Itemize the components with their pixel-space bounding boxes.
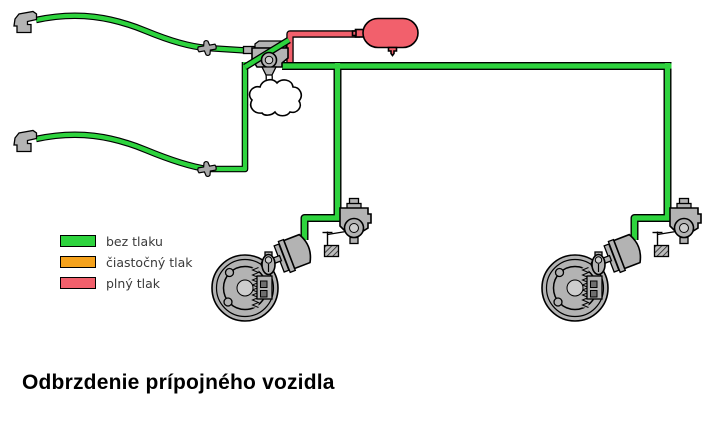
legend-label: čiastočný tlak — [106, 254, 193, 270]
legend-item-partial-pressure: čiastočný tlak — [60, 254, 193, 270]
page-title: Odbrzdenie prípojného vozidla — [22, 371, 335, 394]
brake-unit-right — [541, 197, 702, 322]
legend-item-full-pressure: plný tlak — [60, 275, 193, 291]
air-reservoir — [351, 17, 419, 57]
exhaust-port — [260, 66, 278, 76]
legend: bez tlaku čiastočný tlak plný tlak — [60, 233, 193, 298]
legend-label: bez tlaku — [106, 233, 163, 249]
legend-swatch-orange — [60, 256, 96, 268]
control-hose — [35, 12, 255, 55]
coupling-head-bottom — [13, 129, 38, 153]
legend-swatch-green — [60, 235, 96, 247]
supply-hose — [35, 62, 249, 173]
legend-label: plný tlak — [106, 275, 160, 291]
reservoir-pipe — [286, 30, 360, 62]
legend-item-no-pressure: bez tlaku — [60, 233, 193, 249]
coupling-head-top — [13, 10, 38, 34]
trailer-brake-valve — [242, 37, 291, 76]
exhaust-cloud — [248, 74, 302, 117]
brake-unit-left — [211, 197, 372, 322]
drain-valve — [387, 46, 398, 57]
reservoir-tank — [362, 17, 419, 49]
hose-connector-bottom — [197, 160, 217, 178]
legend-swatch-red — [60, 277, 96, 289]
hose-connector-top — [197, 39, 217, 57]
